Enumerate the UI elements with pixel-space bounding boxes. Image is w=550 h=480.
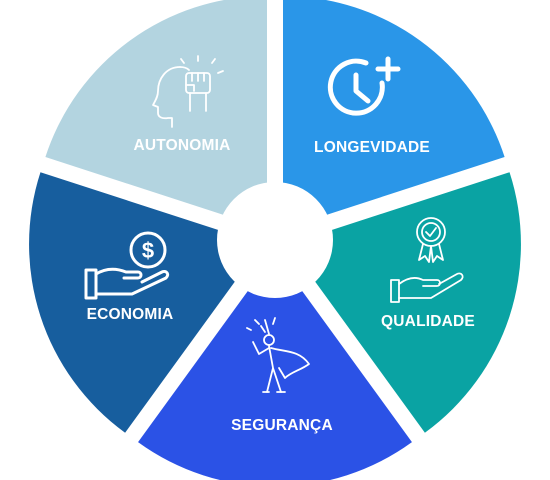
- svg-text:$: $: [142, 238, 154, 263]
- segment-autonomia: [45, 0, 267, 229]
- label-economia: ECONOMIA: [87, 306, 174, 323]
- segment-qualidade: [287, 172, 521, 433]
- label-seguranca: SEGURANÇA: [231, 417, 333, 434]
- center-hole: [217, 182, 333, 298]
- label-longevidade: LONGEVIDADE: [314, 139, 430, 156]
- label-qualidade: QUALIDADE: [381, 313, 475, 330]
- clock-plus-icon: [327, 56, 401, 116]
- superhero-icon: [246, 317, 310, 393]
- segment-economia: [29, 172, 263, 433]
- segment-longevidade: [283, 0, 505, 229]
- label-autonomia: AUTONOMIA: [133, 137, 230, 154]
- segment-seguranca: [138, 253, 412, 480]
- award-hand-icon: [390, 217, 464, 303]
- fist-head-icon: [152, 55, 224, 128]
- money-hand-icon: $: [84, 231, 170, 300]
- segments-layer: [29, 0, 521, 480]
